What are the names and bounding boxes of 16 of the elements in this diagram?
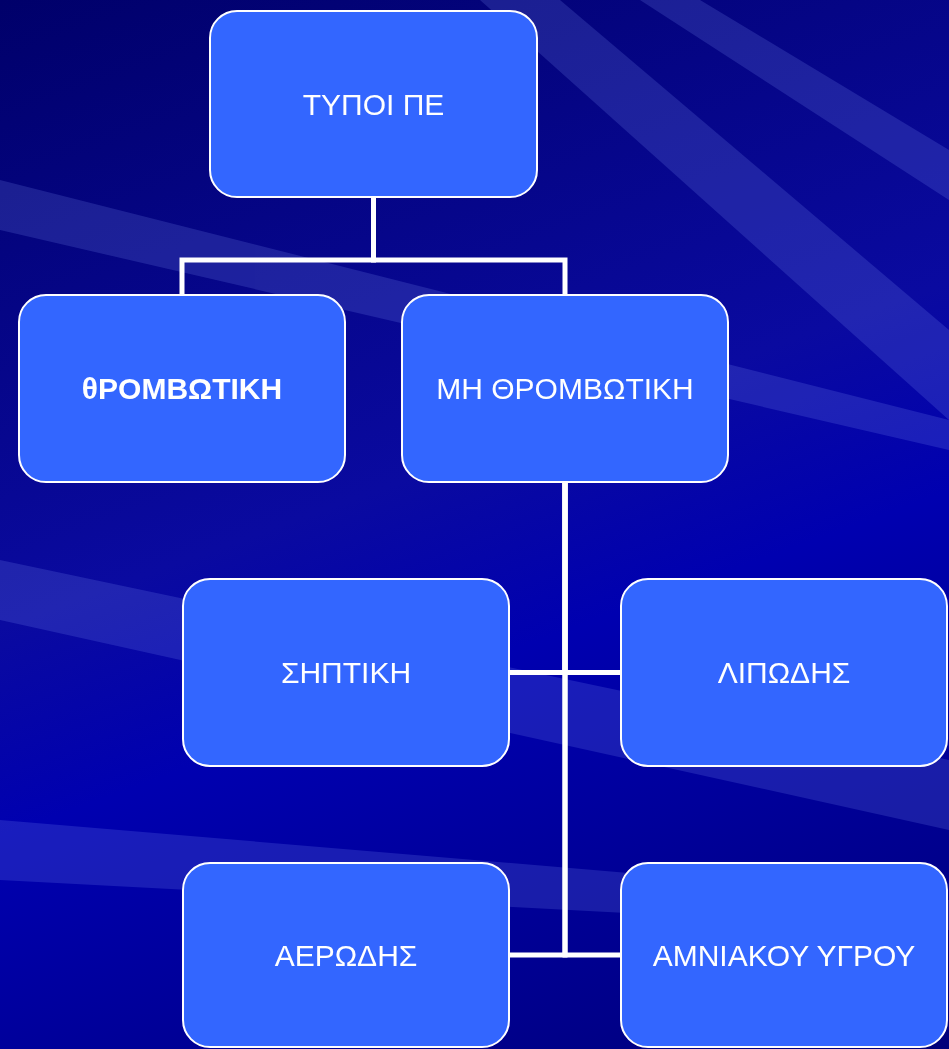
connector-line	[562, 483, 620, 958]
category-box	[182, 578, 510, 767]
category-box	[209, 10, 538, 198]
node-label: ΑΕΡΩΔΗΣ	[273, 937, 419, 974]
node-label: ΜΗ ΘΡΟΜΒΩΤΙΚΗ	[435, 371, 695, 407]
node-label: ΣΗΠΤΙΚΗ	[279, 655, 413, 691]
category-box	[182, 862, 510, 1048]
node-label: θΡΟΜΒΩΤΙΚΗ	[80, 371, 284, 407]
node-label: ΑΜΝΙΑΚΟΥ ΥΓΡΟΥ	[651, 937, 917, 974]
node-label: ΤΥΠΟΙ ΠΕ	[301, 86, 446, 123]
connector-line	[371, 198, 568, 294]
category-box	[18, 294, 346, 483]
node-label: ΛΙΠΩΔΗΣ	[716, 655, 852, 691]
category-box	[620, 578, 948, 767]
category-box	[620, 862, 948, 1048]
category-box	[401, 294, 729, 483]
